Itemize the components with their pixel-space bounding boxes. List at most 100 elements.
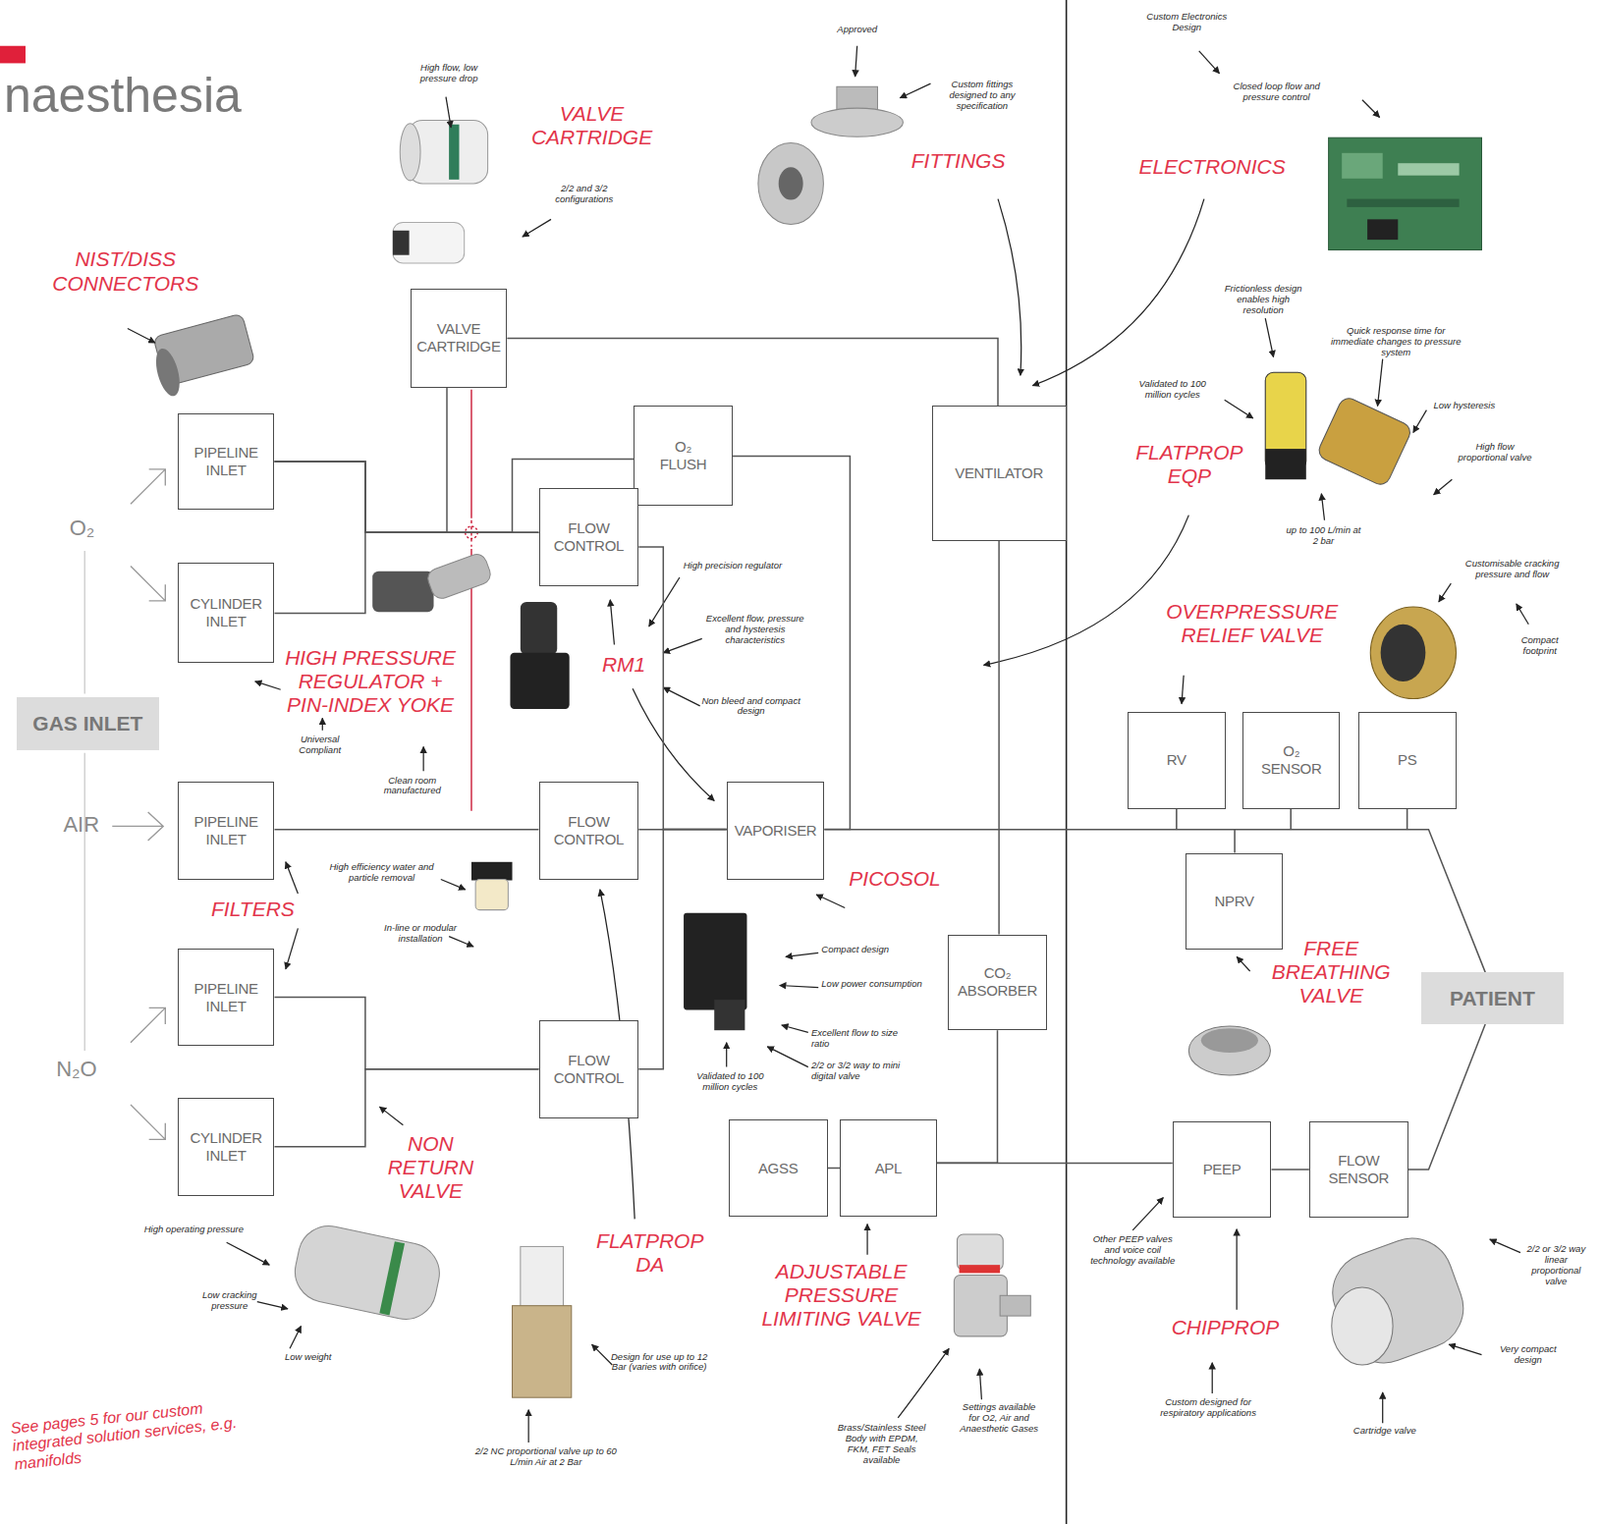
feature-note: Validated to 100 million cycles (1126, 379, 1219, 401)
component-box: VALVE CARTRIDGE (410, 288, 508, 388)
part-label: VALVE CARTRIDGE (515, 102, 669, 150)
part-label: CHIPPROP (1171, 1316, 1305, 1340)
box-label: PIPELINE INLET (181, 813, 272, 849)
component-box: O₂ FLUSH (633, 405, 733, 506)
feature-note: Custom designed for respiratory applicat… (1151, 1397, 1266, 1420)
red-leader (465, 389, 478, 812)
component-box: PS (1358, 712, 1457, 810)
pipe-connector (937, 1162, 1173, 1165)
feature-note: Closed loop flow and pressure control (1220, 81, 1333, 104)
component-box: CYLINDER INLET (177, 562, 276, 663)
part-label: NON RETURN VALVE (377, 1132, 484, 1204)
component-box: PIPELINE INLET (177, 948, 276, 1047)
pipe-connector (275, 828, 540, 831)
feature-note: High flow proportional valve (1453, 441, 1536, 464)
part-label: RM1 (602, 653, 659, 677)
leader-arrows (127, 46, 1529, 1443)
feature-note: Approved (827, 24, 888, 36)
feature-note: Excellent flow to size ratio (811, 1028, 914, 1050)
part-label: FILTERS (211, 897, 314, 922)
box-label: PATIENT (1449, 986, 1536, 1011)
component-box: FLOW CONTROL (539, 1020, 640, 1119)
product-photos (151, 86, 1482, 1398)
component-box: PIPELINE INLET (177, 781, 276, 881)
box-label: O₂ FLUSH (652, 438, 714, 474)
part-label: FREE BREATHING VALVE (1257, 937, 1406, 1008)
part-label: HIGH PRESSURE REGULATOR + PIN-INDEX YOKE (275, 646, 466, 718)
feature-note: Excellent flow, pressure and hysteresis … (704, 613, 807, 647)
component-box: APL (839, 1119, 938, 1218)
box-label: FLOW CONTROL (543, 813, 636, 849)
component-box: NPRV (1185, 853, 1283, 951)
component-box: RV (1127, 712, 1226, 810)
component-box: CYLINDER INLET (177, 1098, 276, 1197)
component-box: PEEP (1172, 1121, 1272, 1219)
pipe-connector (1408, 1024, 1487, 1170)
gas-arrows (84, 469, 166, 1141)
footnote: See pages 5 for our custom integrated so… (9, 1396, 244, 1475)
feature-note: Compact footprint (1507, 635, 1571, 658)
box-label: FLOW SENSOR (1318, 1152, 1400, 1188)
part-label: OVERPRESSURE RELIEF VALVE (1151, 600, 1354, 648)
feature-note: Clean room manufactured (365, 775, 460, 798)
gas-label: O₂ (69, 516, 111, 541)
feature-note: Settings available for O2, Air and Anaes… (956, 1402, 1041, 1435)
box-label: RV (1166, 751, 1187, 770)
feature-note: Frictionless design enables high resolut… (1216, 283, 1310, 317)
pipe-connector (997, 541, 1000, 936)
part-label: ELECTRONICS (1138, 155, 1332, 179)
component-box: AGSS (728, 1119, 828, 1218)
box-label: VENTILATOR (954, 464, 1044, 483)
box-label: FLOW CONTROL (543, 519, 636, 555)
box-label: FLOW CONTROL (543, 1051, 636, 1088)
pipe-connector (638, 547, 726, 830)
box-label: PEEP (1203, 1160, 1242, 1179)
component-box: FLOW CONTROL (539, 781, 640, 881)
box-label: NPRV (1213, 892, 1254, 911)
pipe-connector (824, 829, 1486, 973)
feature-note: Universal Compliant (281, 734, 359, 757)
component-box: VAPORISER (726, 781, 826, 881)
feature-note: Low power consumption (821, 979, 924, 991)
feature-note: In-line or modular installation (384, 923, 458, 945)
part-label: FITTINGS (911, 149, 1035, 173)
feature-note: Low weight (277, 1352, 339, 1364)
feature-note: Brass/Stainless Steel Body with EPDM, FK… (834, 1423, 930, 1467)
box-label: VAPORISER (734, 822, 818, 840)
component-box: FLOW SENSOR (1309, 1121, 1409, 1219)
component-box: VENTILATOR (932, 405, 1067, 541)
box-label: CYLINDER INLET (181, 595, 272, 631)
feature-note: Customisable cracking pressure and flow (1450, 558, 1574, 581)
feature-note: High flow, low pressure drop (402, 62, 496, 85)
pipe-connector (275, 532, 540, 613)
pipe-connector (506, 337, 998, 406)
gas-label: N₂O (55, 1057, 112, 1082)
part-label: ADJUSTABLE PRESSURE LIMITING VALVE (757, 1260, 926, 1331)
feature-note: Low cracking pressure (183, 1290, 276, 1313)
box-label: AGSS (758, 1159, 798, 1178)
feature-note: Non bleed and compact design (700, 696, 803, 718)
feature-note: 2/2 or 3/2 way linear proportional valve (1520, 1244, 1593, 1288)
pipe-connector (275, 461, 540, 533)
feature-note: Validated to 100 million cycles (691, 1071, 769, 1094)
pipe-connector (827, 1167, 841, 1170)
feature-note: High precision regulator (681, 560, 784, 572)
part-label: FLATPROP DA (584, 1229, 716, 1277)
part-label: PICOSOL (848, 867, 961, 891)
sensor-stubs (1176, 809, 1408, 854)
gas-label: AIR (62, 813, 114, 837)
feature-note: up to 100 L/min at 2 bar (1283, 525, 1364, 548)
box-label: CO₂ ABSORBER (951, 964, 1044, 1000)
region-band: PATIENT (1421, 972, 1563, 1025)
feature-note: 2/2 or 3/2 way to mini digital valve (811, 1060, 924, 1083)
component-box: CO₂ ABSORBER (947, 935, 1048, 1032)
brand-mark (0, 46, 26, 64)
feature-note: Other PEEP valves and voice coil technol… (1087, 1234, 1177, 1268)
feature-note: Quick response time for immediate change… (1324, 326, 1467, 359)
component-box: PIPELINE INLET (177, 413, 276, 511)
feature-note: Low hysteresis (1428, 400, 1500, 412)
pipe-connector (1271, 1168, 1310, 1171)
feature-note: Custom Electronics Design (1140, 11, 1233, 34)
box-label: PS (1397, 751, 1417, 770)
